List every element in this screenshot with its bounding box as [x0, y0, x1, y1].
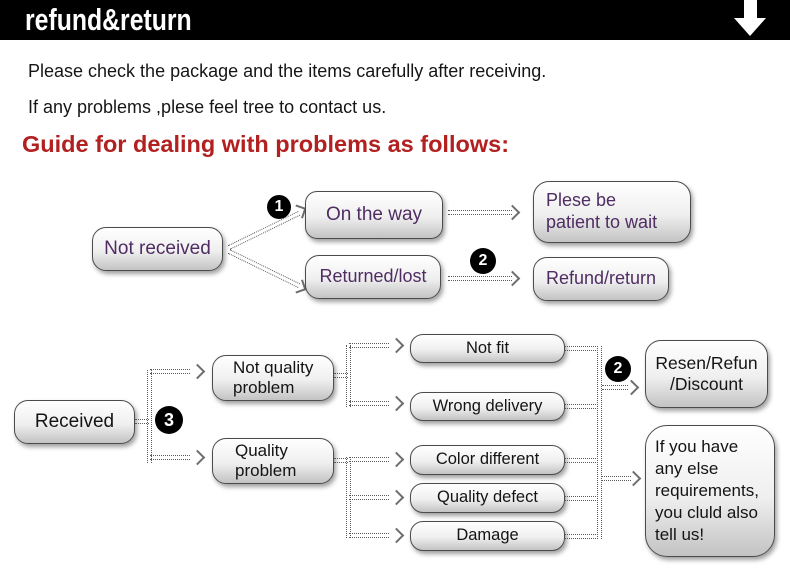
flow-box-label: Not fit: [465, 338, 510, 357]
flow-box-quality-problem: Quality problem: [212, 438, 334, 484]
step-badge-1: 1: [267, 195, 291, 219]
connector-line: [565, 458, 598, 463]
connector-line: [565, 496, 598, 501]
flow-box-label-line: any else: [655, 458, 719, 478]
connector-line: [349, 457, 389, 462]
flow-box-not-received: Not received: [92, 227, 223, 271]
arrowhead-icon: [388, 451, 405, 468]
flow-box-label-line: requirements,: [655, 480, 759, 500]
flow-box-label: Damage: [456, 526, 519, 545]
guide-heading: Guide for dealing with problems as follo…: [22, 131, 510, 157]
flow-box-label-line: problem: [233, 378, 295, 397]
intro-line-1: Please check the package and the items c…: [28, 61, 547, 81]
connector-line: [565, 346, 598, 351]
flow-box-refund-return: Refund/return: [533, 257, 669, 301]
flow-box-label: Refund/return: [545, 268, 657, 289]
connector-line: [448, 210, 512, 215]
connector-line: [349, 533, 389, 538]
flow-box-resend-refund-discount: Resen/Refun /Discount: [645, 340, 768, 408]
step-badge-2: 2: [470, 248, 496, 274]
flow-box-label-line: patient to wait: [546, 212, 658, 232]
flow-box-label: Color different: [435, 450, 540, 469]
arrowhead-icon: [504, 204, 521, 221]
down-arrow-icon: [744, 0, 757, 18]
connector-line: [448, 276, 512, 281]
flow-box-patient-wait: Plese be patient to wait: [533, 181, 691, 243]
flow-box-received: Received: [14, 400, 135, 444]
connector-line: [565, 404, 598, 409]
connector-line: [602, 385, 628, 390]
arrowhead-icon: [388, 395, 405, 412]
intro-line-2: If any problems ,plese feel tree to cont…: [28, 97, 387, 117]
connector-line: [346, 345, 351, 407]
flow-box-other-requirements-note: If you have any else requirements, you c…: [645, 425, 775, 557]
flow-box-label-line: /Discount: [670, 374, 743, 394]
connector-line: [147, 370, 152, 463]
down-arrow-icon: [734, 18, 766, 36]
banner-title: refund&return: [25, 2, 192, 37]
flow-box-label-line: Resen/Refun: [655, 353, 758, 373]
connector-line: [334, 458, 348, 463]
flow-box-on-the-way: On the way: [305, 191, 443, 239]
flow-box-label: Received: [34, 410, 115, 432]
arrowhead-icon: [504, 270, 521, 287]
flow-box-wrong-delivery: Wrong delivery: [410, 392, 565, 421]
arrowhead-icon: [388, 489, 405, 506]
connector-line: [565, 534, 598, 539]
flow-box-label: Wrong delivery: [432, 396, 543, 415]
flow-box-not-fit: Not fit: [410, 334, 565, 363]
connector-line: [349, 495, 389, 500]
arrowhead-icon: [189, 363, 206, 380]
flow-box-label: Quality defect: [437, 488, 538, 507]
connector-line: [349, 343, 389, 348]
flow-box-color-different: Color different: [410, 445, 565, 475]
arrowhead-icon: [388, 337, 405, 354]
step-badge-2: 2: [605, 356, 631, 382]
flow-box-damage: Damage: [410, 521, 565, 551]
connector-line: [150, 369, 190, 374]
flow-box-label: On the way: [325, 203, 423, 225]
connector-line: [227, 211, 301, 250]
flow-box-label: Not received: [104, 237, 211, 259]
arrowhead-icon: [189, 449, 206, 466]
arrowhead-icon: [625, 470, 642, 487]
flow-box-label-line: you cluld also: [655, 503, 759, 523]
banner: refund&return: [0, 0, 790, 40]
flow-box-label-line: If you have: [655, 436, 739, 456]
connector-line: [597, 346, 602, 539]
flow-box-label-line: Quality: [235, 440, 288, 460]
flow-box-label-line: Plese be: [546, 190, 617, 211]
connector-line: [349, 401, 389, 406]
connector-line: [150, 455, 190, 460]
connector-line: [334, 373, 348, 378]
flow-box-label: Returned/lost: [319, 266, 427, 287]
step-badge-3: 3: [155, 406, 183, 434]
arrowhead-icon: [388, 527, 405, 544]
connector-line: [227, 249, 301, 288]
flow-box-not-quality-problem: Not quality problem: [212, 355, 334, 401]
arrowhead-icon: [623, 379, 640, 396]
flow-box-label-line: tell us!: [655, 525, 705, 545]
connector-line: [346, 457, 351, 538]
connector-line: [602, 476, 631, 481]
flow-box-quality-defect: Quality defect: [410, 483, 565, 513]
flow-box-label-line: Not quality: [233, 357, 314, 377]
flow-box-returned-lost: Returned/lost: [305, 255, 441, 299]
connector-line: [135, 419, 149, 424]
flow-box-label-line: problem: [235, 461, 297, 480]
